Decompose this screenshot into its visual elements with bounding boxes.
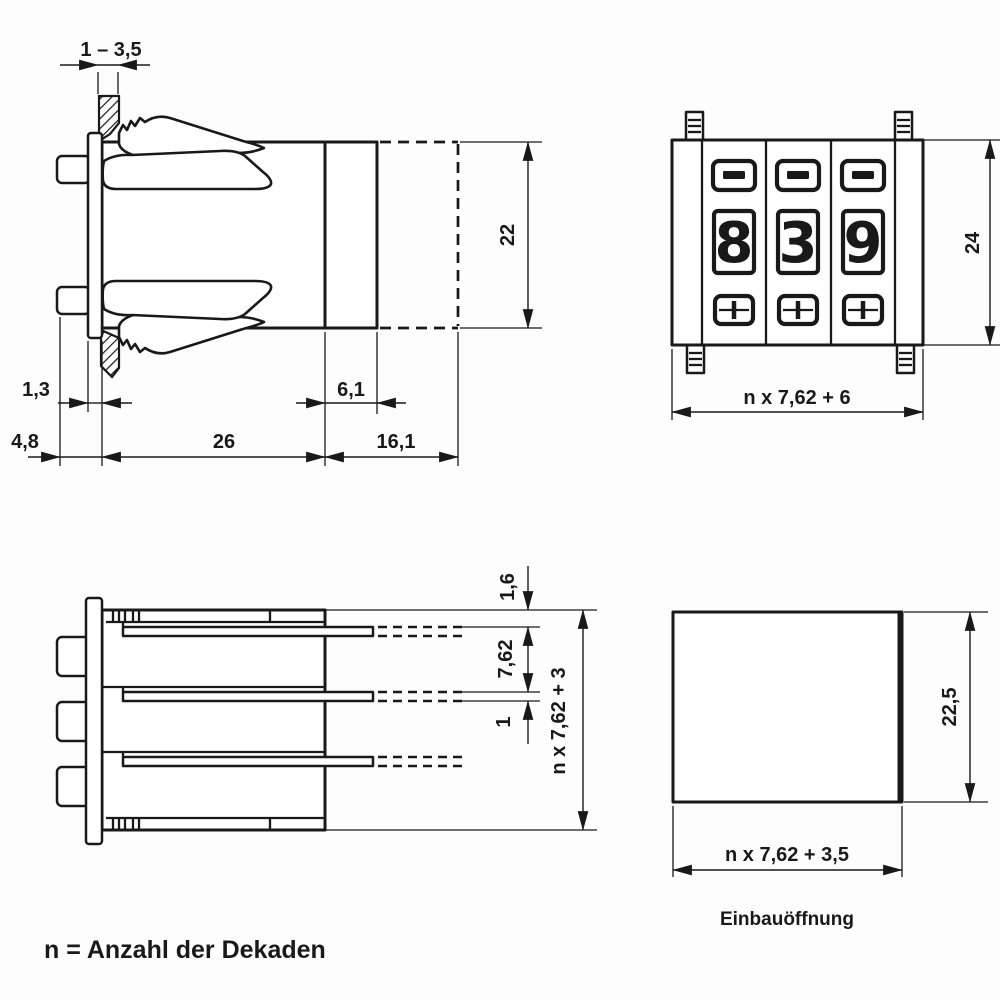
- decade-module-3: 9: [839, 158, 887, 327]
- digit-value: 3: [779, 211, 818, 276]
- dim-terminal-depth: 16,1: [377, 431, 416, 453]
- digit-value: 9: [844, 211, 883, 276]
- dim-flange-thickness: 1,3: [22, 379, 50, 401]
- mounting-studs: [684, 110, 916, 375]
- cutout-view: 22,5 n x 7,62 + 3,5 Einbauöffnung: [671, 610, 988, 930]
- dim-body-height: 22: [497, 224, 519, 246]
- minus-icon: [787, 171, 809, 179]
- front-flange-top-view: [84, 596, 104, 846]
- cutout-view-title: Einbauöffnung: [720, 909, 854, 930]
- dim-edge-to-blade: 1,6: [497, 573, 519, 601]
- stud-top-right: [893, 110, 914, 142]
- blade-3: [121, 755, 375, 768]
- dim-stack-width-formula: n x 7,62 + 3: [548, 667, 570, 774]
- front-view-dimensions: 24 n x 7,62 + 6: [671, 139, 1000, 420]
- terminal-pin-bottom: [55, 285, 92, 316]
- stud-bottom-left: [685, 343, 706, 375]
- top-view-dimensions: 1,6 7,62 1 n x 7,62 + 3: [325, 566, 597, 831]
- top-view: [55, 596, 462, 846]
- dim-front-height: 24: [962, 231, 984, 254]
- terminal-pin-top: [55, 154, 92, 185]
- side-view: [55, 94, 460, 379]
- minus-icon: [852, 171, 874, 179]
- extension-lines: [325, 609, 597, 831]
- mounting-spring-clip-top: [101, 115, 273, 191]
- cutout-rect: [671, 610, 904, 804]
- dimension-lines: [28, 59, 534, 463]
- digit-window: [711, 208, 757, 276]
- decade-module-2: 3: [774, 158, 822, 327]
- variable-rear-outline-dashed: [380, 140, 460, 330]
- dim-blade-thickness: 1: [493, 716, 515, 727]
- dim-cutout-width-formula: n x 7,62 + 3,5: [725, 844, 849, 866]
- front-flange: [86, 131, 104, 340]
- dim-pin-length: 4,8: [11, 431, 39, 453]
- mounting-spring-clip-bottom: [101, 279, 273, 355]
- minus-icon: [723, 171, 745, 179]
- panel-section-bottom-hatch: [99, 328, 121, 379]
- dim-front-width-formula: n x 7,62 + 6: [743, 387, 850, 409]
- side-view-dimensions: 1 – 3,5 22 6,1 1,3 4,8 26 16,1: [11, 39, 542, 466]
- dim-bezel-inset: 6,1: [337, 379, 365, 401]
- drawing-caption: n = Anzahl der Dekaden: [44, 936, 326, 964]
- terminal-blades: [121, 625, 462, 768]
- digit-value: 8: [715, 211, 754, 276]
- blade-2: [121, 690, 375, 703]
- decade-module-1: 8: [710, 158, 758, 327]
- front-view: 8 3 9: [670, 110, 925, 375]
- digit-window: [775, 208, 821, 276]
- dim-panel-thickness: 1 – 3,5: [80, 39, 141, 61]
- dim-body-depth: 26: [213, 431, 235, 453]
- switch-body-top: [100, 608, 327, 832]
- dim-cutout-height: 22,5: [939, 688, 961, 727]
- dim-blade-pitch: 7,62: [495, 640, 517, 679]
- digit-window: [840, 208, 886, 276]
- blade-1: [121, 625, 375, 638]
- rear-frame-section: [323, 140, 379, 330]
- stud-top-left: [684, 110, 705, 142]
- stud-bottom-right: [895, 343, 916, 375]
